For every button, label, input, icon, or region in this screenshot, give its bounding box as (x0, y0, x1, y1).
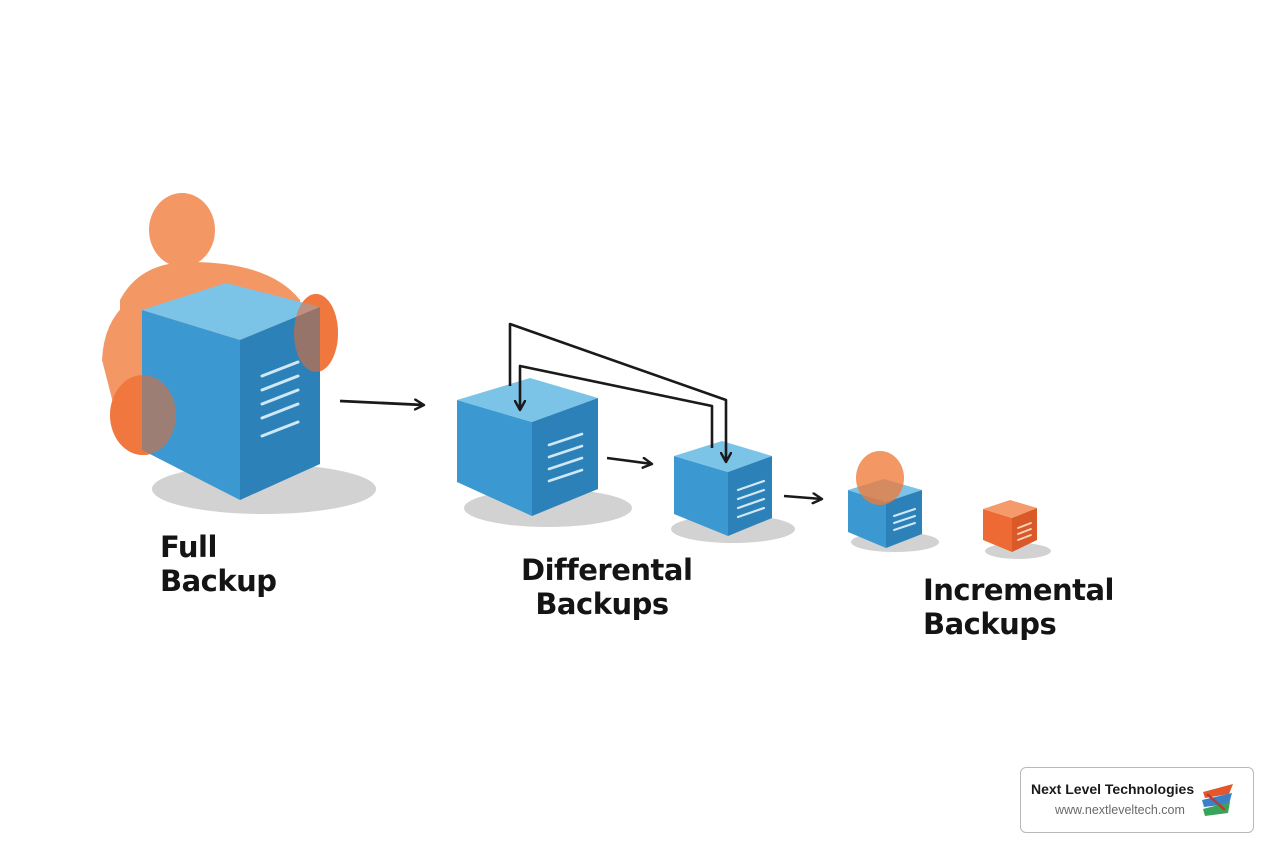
person-hands-overlay (110, 294, 338, 455)
orange-box-icon (983, 500, 1037, 552)
full-backup-group (102, 193, 376, 514)
person-head-icon (856, 451, 904, 505)
brand-logo-icon (1202, 784, 1233, 816)
arrow-right-icon (339, 401, 424, 405)
server-box-icon (674, 441, 772, 536)
full-backup-label: Full Backup (160, 530, 277, 598)
full-backup-label-line1: Full (160, 530, 217, 564)
incremental-label-line1: Incremental (923, 573, 1115, 607)
full-backup-label-line2: Backup (160, 564, 277, 598)
connector-arrow-icon (508, 322, 726, 462)
server-box-icon (457, 378, 598, 516)
differential-backup-box-2 (671, 441, 795, 543)
brand-card: Next Level Technologies www.nextleveltec… (1020, 767, 1254, 833)
arrow-right-icon (783, 496, 822, 499)
arrow-right-icon (606, 456, 652, 464)
brand-url: www.nextleveltech.com (1055, 803, 1185, 817)
differential-label-line1: Differental (521, 553, 693, 587)
differential-backup-box-1 (457, 378, 632, 527)
incremental-backups-label: Incremental Backups (923, 573, 1115, 641)
incremental-backup-box-2 (983, 500, 1051, 559)
differential-label-line2: Backups (535, 587, 669, 621)
incremental-backup-box-1 (848, 451, 939, 552)
differential-backups-label: Differental Backups (521, 553, 693, 621)
brand-name: Next Level Technologies (1031, 781, 1195, 797)
incremental-label-line2: Backups (923, 607, 1057, 641)
